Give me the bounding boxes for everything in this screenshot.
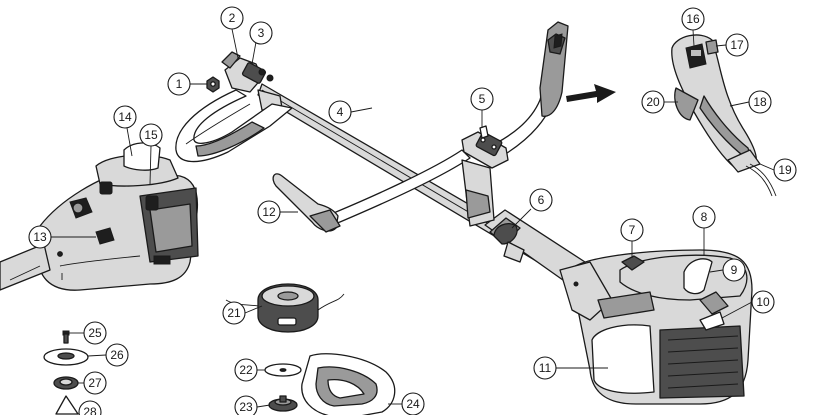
callout-13: 13 xyxy=(28,225,52,249)
svg-text:14: 14 xyxy=(118,110,132,124)
svg-text:3: 3 xyxy=(258,26,265,40)
callout-3: 3 xyxy=(249,21,273,45)
svg-text:6: 6 xyxy=(538,193,545,207)
trimmer-head xyxy=(225,283,345,333)
svg-text:10: 10 xyxy=(756,295,770,309)
callout-6: 6 xyxy=(529,188,553,212)
callout-21: 21 xyxy=(222,301,246,325)
gear-head xyxy=(221,51,283,111)
callout-17: 17 xyxy=(725,33,749,57)
blade-cover-plate xyxy=(43,348,89,366)
svg-text:20: 20 xyxy=(646,95,660,109)
svg-text:26: 26 xyxy=(110,348,124,362)
callout-27: 27 xyxy=(83,371,107,395)
svg-text:1: 1 xyxy=(176,77,183,91)
blade-flange xyxy=(53,376,79,390)
washer xyxy=(264,363,302,377)
callout-16: 16 xyxy=(681,7,705,31)
svg-text:28: 28 xyxy=(83,405,97,415)
callout-25: 25 xyxy=(83,321,107,345)
svg-text:12: 12 xyxy=(262,205,276,219)
svg-text:9: 9 xyxy=(731,263,738,277)
svg-text:4: 4 xyxy=(337,105,344,119)
callout-20: 20 xyxy=(641,90,665,114)
svg-text:23: 23 xyxy=(239,400,253,414)
callout-22: 22 xyxy=(234,358,258,382)
callout-18: 18 xyxy=(748,90,772,114)
svg-text:7: 7 xyxy=(629,223,636,237)
callout-11: 11 xyxy=(533,356,557,380)
svg-text:13: 13 xyxy=(33,230,47,244)
svg-text:5: 5 xyxy=(479,92,486,106)
svg-text:19: 19 xyxy=(778,163,792,177)
svg-text:27: 27 xyxy=(88,376,102,390)
callout-2: 2 xyxy=(220,6,244,30)
callout-5: 5 xyxy=(470,87,494,111)
callout-12: 12 xyxy=(257,200,281,224)
support-bracket xyxy=(461,159,525,263)
blade-part xyxy=(55,395,79,415)
engine-unit xyxy=(559,249,753,405)
engine-side-detail xyxy=(0,142,199,291)
callout-15: 15 xyxy=(139,123,163,147)
leader-lines xyxy=(51,28,775,408)
callout-14: 14 xyxy=(113,105,137,129)
nut xyxy=(268,395,298,412)
svg-text:8: 8 xyxy=(701,210,708,224)
callout-1: 1 xyxy=(167,72,191,96)
trimmer-guard-mounted xyxy=(175,89,293,163)
svg-text:16: 16 xyxy=(686,12,700,26)
svg-text:11: 11 xyxy=(539,361,552,375)
svg-text:15: 15 xyxy=(144,128,158,142)
svg-text:22: 22 xyxy=(239,363,253,377)
callout-10: 10 xyxy=(751,290,775,314)
callout-9: 9 xyxy=(722,258,746,282)
callout-24: 24 xyxy=(401,392,425,415)
callout-26: 26 xyxy=(105,343,129,367)
svg-text:17: 17 xyxy=(730,38,744,52)
nut-fastener xyxy=(206,76,220,93)
svg-text:24: 24 xyxy=(406,397,420,411)
callout-23: 23 xyxy=(234,395,258,415)
svg-text:21: 21 xyxy=(227,306,241,320)
callout-7: 7 xyxy=(620,218,644,242)
svg-text:18: 18 xyxy=(753,95,767,109)
arrow-to-detail xyxy=(566,84,616,103)
handlebar-clamp xyxy=(461,125,509,169)
callout-8: 8 xyxy=(692,205,716,229)
callout-4: 4 xyxy=(328,100,352,124)
throttle-handle-detail xyxy=(671,34,777,197)
blade-bolt xyxy=(62,330,70,344)
svg-text:25: 25 xyxy=(88,326,102,340)
callout-19: 19 xyxy=(773,158,797,182)
trimmer-guard-loose xyxy=(301,353,396,415)
svg-text:2: 2 xyxy=(229,11,236,25)
callout-28: 28 xyxy=(78,400,102,415)
